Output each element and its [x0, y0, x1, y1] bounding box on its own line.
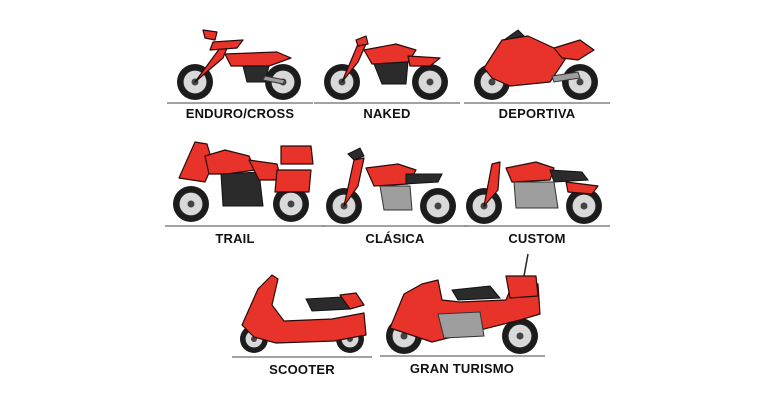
label-scooter: SCOOTER: [269, 362, 335, 377]
label-enduro: ENDURO/CROSS: [185, 106, 295, 121]
gran-turismo-illustration: [380, 253, 545, 357]
bike-trail: TRAIL: [165, 134, 325, 254]
bike-scooter: SCOOTER: [232, 265, 372, 390]
bike-deportiva: DEPORTIVA: [462, 18, 612, 128]
bike-clasica: CLÁSICA: [320, 134, 470, 254]
clasica-bike-illustration: [322, 147, 468, 227]
custom-bike-illustration: [464, 161, 610, 227]
bike-custom: CUSTOM: [462, 134, 612, 254]
label-gran-turismo: GRAN TURISMO: [409, 361, 515, 376]
label-clasica: CLÁSICA: [365, 231, 425, 246]
deportiva-bike-illustration: [464, 29, 610, 104]
scooter-illustration: [232, 274, 372, 358]
bike-enduro: ENDURO/CROSS: [165, 18, 315, 128]
label-custom: CUSTOM: [508, 231, 566, 246]
enduro-bike-illustration: [167, 29, 313, 104]
naked-bike-illustration: [314, 35, 460, 104]
trail-bike-illustration: [165, 141, 325, 227]
label-deportiva: DEPORTIVA: [498, 106, 576, 121]
bike-naked: NAKED: [312, 18, 462, 128]
bike-gran-turismo: GRAN TURISMO: [380, 250, 545, 390]
label-trail: TRAIL: [215, 231, 255, 246]
label-naked: NAKED: [363, 106, 411, 121]
